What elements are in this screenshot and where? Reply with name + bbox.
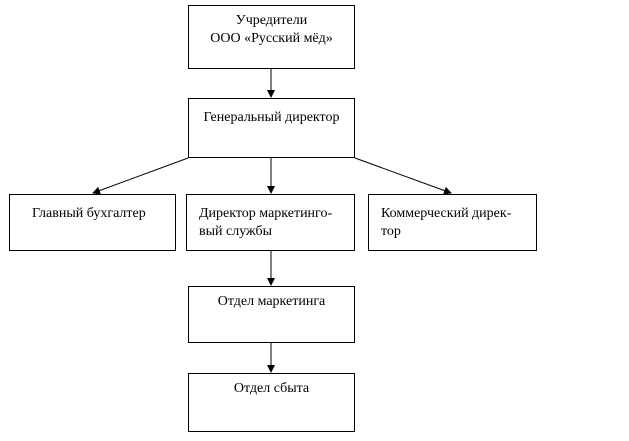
node-sales-department: Отдел сбыта xyxy=(188,373,355,432)
node-chief-accountant-label: Главный бухгалтер xyxy=(32,206,146,221)
arrow-general-director-to-commercial-director xyxy=(354,157,452,195)
node-commercial-director: Коммерческий дирек- тор xyxy=(368,194,537,251)
node-general-director-label: Генеральный директор xyxy=(203,110,340,125)
node-general-director: Генеральный директор xyxy=(188,98,355,158)
node-marketing-department-label: Отдел маркетинга xyxy=(217,294,326,309)
node-founders: Учредители ООО «Русский мёд» xyxy=(188,5,355,69)
node-chief-accountant: Главный бухгалтер xyxy=(9,194,176,251)
node-marketing-director: Директор маркетинго- вый службы xyxy=(186,194,355,251)
node-commercial-director-label: Коммерческий дирек- тор xyxy=(381,206,512,239)
node-marketing-director-label: Директор маркетинго- вый службы xyxy=(199,206,333,239)
arrow-general-director-to-chief-accountant xyxy=(92,157,189,195)
node-founders-label: Учредители ООО «Русский мёд» xyxy=(210,13,333,46)
node-marketing-department: Отдел маркетинга xyxy=(188,286,355,343)
node-sales-department-label: Отдел сбыта xyxy=(233,381,310,396)
